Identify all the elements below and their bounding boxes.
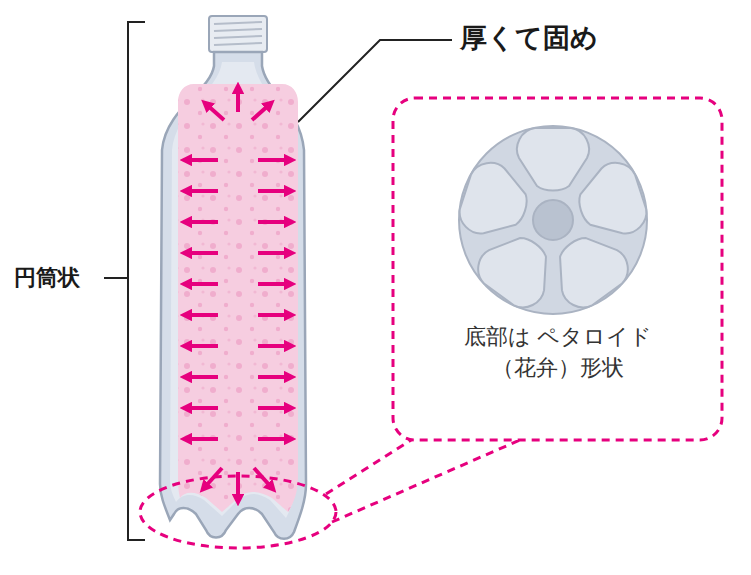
- pressure-arrow: [258, 282, 290, 286]
- petal: [517, 128, 589, 191]
- pressure-arrow: [186, 158, 218, 162]
- pressure-arrow: [258, 220, 290, 224]
- pressure-arrow: [258, 158, 290, 162]
- pressure-arrow: [186, 251, 218, 255]
- pressure-arrow: [236, 472, 240, 500]
- pressure-arrow: [186, 282, 218, 286]
- callout-box: 底部は ペタロイド（花弁）形状: [400, 322, 715, 432]
- pressure-arrow: [186, 313, 218, 317]
- pressure-arrow: [258, 437, 290, 441]
- pressure-arrow: [258, 313, 290, 317]
- pressure-arrow: [186, 375, 218, 379]
- pressure-arrow: [258, 375, 290, 379]
- bracket: [104, 22, 145, 540]
- pressure-arrow: [206, 104, 224, 120]
- pressure-arrow: [186, 220, 218, 224]
- pressure-arrow: [186, 344, 218, 348]
- pressure-arrow: [186, 406, 218, 410]
- pressure-arrow: [186, 189, 218, 193]
- callout-box-outline: [393, 98, 722, 440]
- pressure-arrow: [186, 437, 218, 441]
- petal: [570, 157, 652, 245]
- callout-lines: [326, 428, 520, 522]
- pressure-arrow: [258, 189, 290, 193]
- bubbles: [178, 84, 298, 512]
- callout-text: 底部は ペタロイド（花弁）形状: [433, 322, 683, 384]
- bottle-body: [160, 52, 306, 539]
- liquid: [178, 84, 298, 512]
- petal: [454, 157, 536, 245]
- bottle-cap: [209, 16, 267, 52]
- pressure-arrow: [258, 251, 290, 255]
- pressure-arrows: [186, 88, 290, 500]
- focus-ellipse: [140, 476, 336, 548]
- pressure-arrow: [258, 344, 290, 348]
- bracket-label: 円筒状: [14, 263, 80, 293]
- petaloid-bottom: [454, 126, 651, 316]
- pressure-arrow: [258, 406, 290, 410]
- pressure-arrow: [236, 88, 240, 112]
- callout-label: 厚くて固め: [460, 20, 598, 56]
- pressure-arrow: [252, 104, 270, 120]
